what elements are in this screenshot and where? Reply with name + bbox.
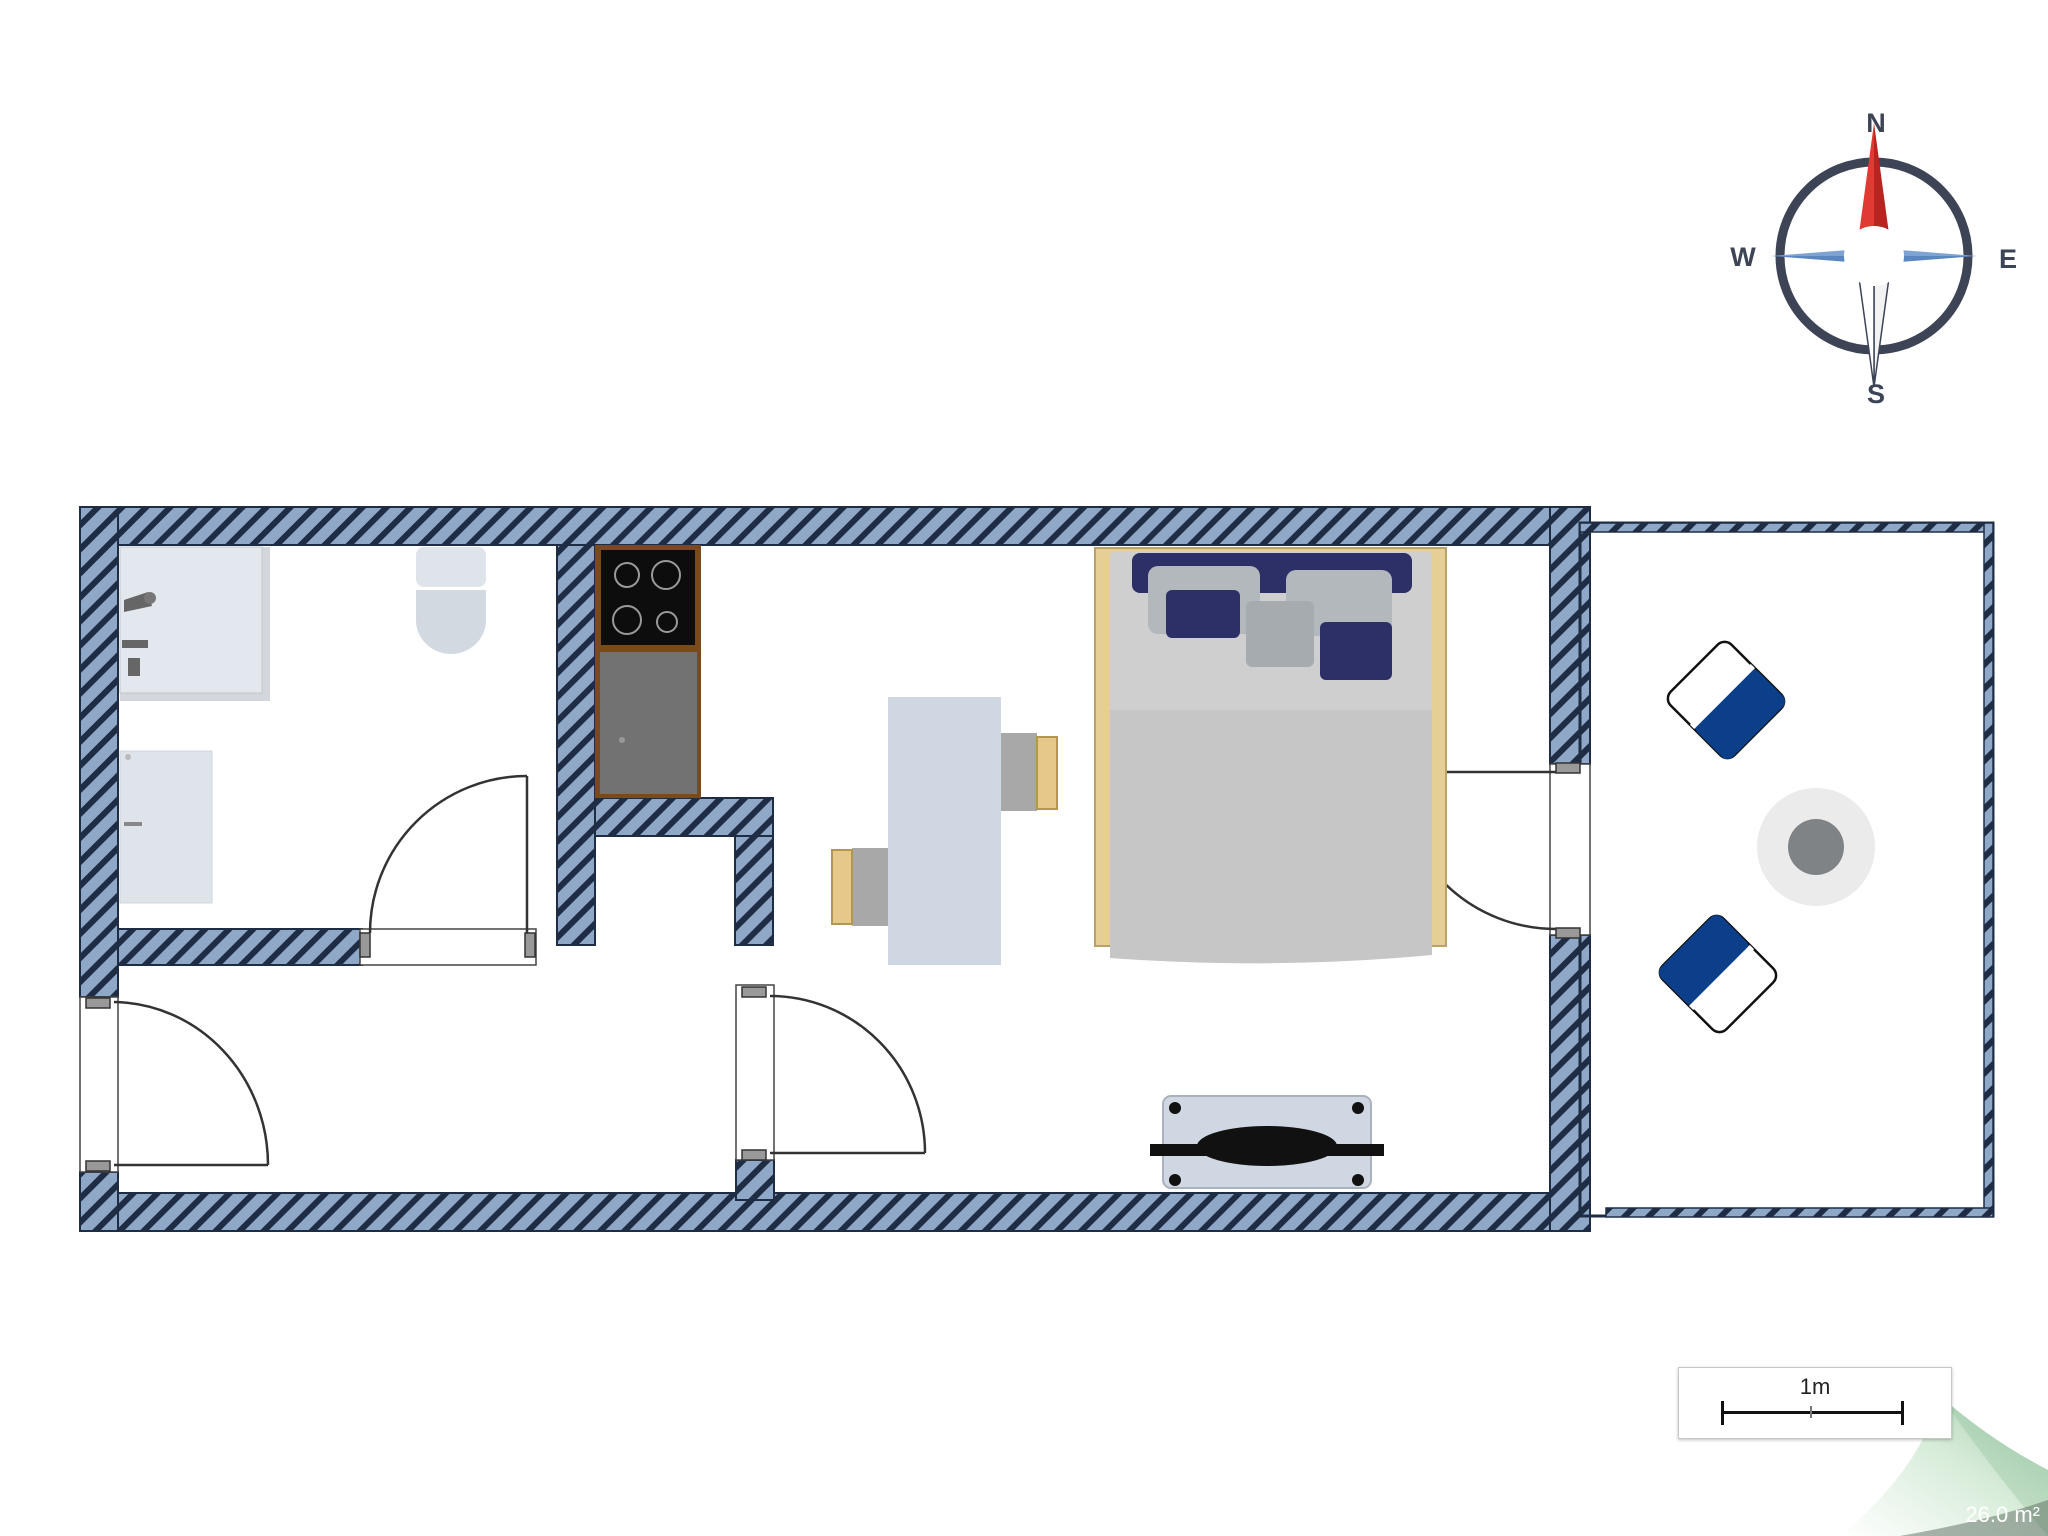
scale-tick-mid [1810,1406,1812,1418]
wall-kitchen-bottom [594,797,774,837]
side-table-icon [1757,788,1875,906]
compass-north-label: N [1866,108,1886,138]
wall-kitchen-right [734,835,774,946]
scale-bar-legend: 1m [1678,1367,1952,1439]
wall-left-lower [79,1171,119,1232]
scale-label: 1m [1799,1374,1831,1399]
door-living-room[interactable] [735,984,927,1161]
balcony-railing-bottom [1605,1207,1994,1218]
wall-right-upper [1549,506,1591,765]
compass-west-label: W [1730,242,1756,272]
kitchenette [595,545,701,798]
wall-top [79,506,1571,546]
scale-tick-right [1901,1401,1904,1425]
shower-icon [119,546,270,701]
wall-hall-stub [735,1159,775,1201]
balcony-railing-top [1579,522,1994,533]
dining-chair-icon [1001,733,1058,811]
walls [79,506,1591,1232]
door-entrance[interactable] [79,996,270,1173]
scale-bar [1721,1411,1903,1414]
dining-table-icon [888,697,1001,965]
compass-rose-icon: N S E W [1730,108,2017,409]
wall-left-upper [79,506,119,998]
balcony-railing-right [1983,522,1994,1217]
bed-icon [1094,547,1447,964]
compass-east-label: E [1999,244,2017,274]
door-bathroom[interactable] [359,774,537,966]
wall-bathroom-bottom [117,928,363,966]
sun-lounger-icon [1658,914,1778,1034]
wall-right-lower [1549,934,1591,1232]
area-label: 26.0 m² [1965,1502,2040,1527]
doors [79,762,1591,1173]
kitchen-sink-icon [600,652,697,794]
wall-kitchen-left [556,544,596,946]
bathroom [119,546,486,904]
tv-bench-icon [1150,1095,1384,1189]
toilet-icon [416,547,486,654]
cooktop-icon [601,550,695,645]
sun-lounger-icon [1666,640,1786,760]
dining-chair-icon [831,848,888,926]
compass-south-label: S [1867,379,1885,409]
dining-area [831,697,1058,965]
wall-bottom [79,1192,1591,1232]
sink-icon [119,750,213,904]
page-curl [1840,1396,2048,1536]
